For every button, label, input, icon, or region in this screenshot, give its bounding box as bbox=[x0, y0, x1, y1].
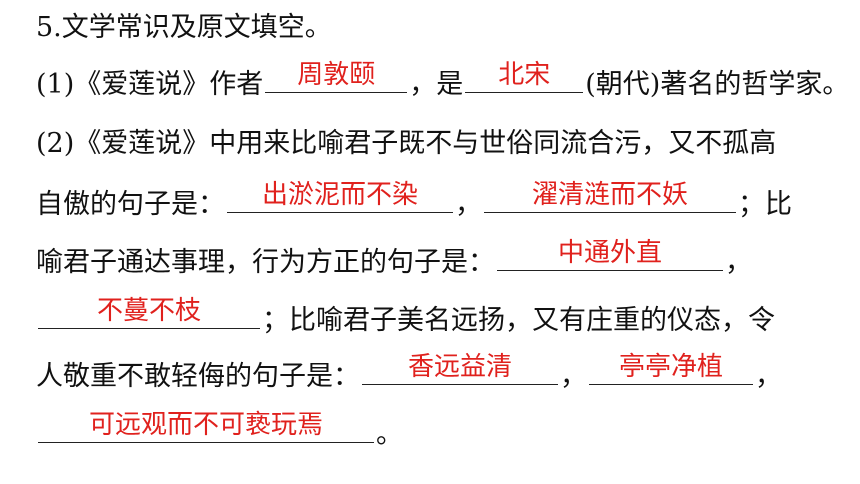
part2-line2-prefix: 自傲的句子是： bbox=[36, 189, 225, 220]
blank-e: 香远益清 bbox=[362, 352, 558, 385]
part2-line3-prefix: 喻君子通达事理，行为方正的句子是： bbox=[36, 247, 495, 278]
question-title-text: 5.文学常识及原文填空。 bbox=[36, 12, 332, 43]
part2-line6: 可远观而不可亵玩焉 。 bbox=[36, 410, 403, 454]
part1-prefix: (1)《爱莲说》作者 bbox=[36, 69, 264, 100]
question-title: 5.文学常识及原文填空。 bbox=[36, 6, 332, 50]
blank-dynasty: 北宋 bbox=[465, 60, 584, 93]
part2-line2: 自傲的句子是： 出淤泥而不染 ， 濯清涟而不妖 ；比 bbox=[36, 180, 792, 224]
part2-line3-suffix: ， bbox=[725, 247, 752, 278]
part2-line1-text: (2)《爱莲说》中用来比喻君子既不与世俗同流合污，又不孤高 bbox=[36, 128, 777, 159]
blank-c: 中通外直 bbox=[497, 238, 723, 271]
blank-d: 不蔓不枝 bbox=[38, 296, 260, 329]
part2-line5: 人敬重不敢轻侮的句子是： 香远益清 ， 亭亭净植 ， bbox=[36, 352, 782, 396]
part2-line6-suffix: 。 bbox=[376, 419, 403, 450]
sep-a: ， bbox=[455, 189, 482, 220]
part2-line5-prefix: 人敬重不敢轻侮的句子是： bbox=[36, 361, 360, 392]
part1-line: (1)《爱莲说》作者 周敦颐 ，是 北宋 (朝代)著名的哲学家。 bbox=[36, 60, 849, 104]
blank-a: 出淤泥而不染 bbox=[227, 180, 453, 213]
blank-f: 亭亭净植 bbox=[589, 352, 753, 385]
part2-line2-suffix: ；比 bbox=[738, 189, 792, 220]
answer-e: 香远益清 bbox=[407, 352, 512, 382]
part2-line1: (2)《爱莲说》中用来比喻君子既不与世俗同流合污，又不孤高 bbox=[36, 122, 776, 166]
answer-f: 亭亭净植 bbox=[618, 352, 723, 382]
sep-e: ， bbox=[560, 361, 587, 392]
answer-d: 不蔓不枝 bbox=[96, 296, 201, 326]
answer-c: 中通外直 bbox=[557, 238, 662, 268]
part2-line3: 喻君子通达事理，行为方正的句子是： 中通外直 ， bbox=[36, 238, 752, 282]
blank-author: 周敦颐 bbox=[265, 60, 408, 93]
blank-b: 濯清涟而不妖 bbox=[484, 180, 736, 213]
answer-dynasty: 北宋 bbox=[498, 60, 551, 90]
blank-g: 可远观而不可亵玩焉 bbox=[38, 410, 374, 443]
answer-b: 濯清涟而不妖 bbox=[531, 180, 688, 210]
answer-g: 可远观而不可亵玩焉 bbox=[88, 410, 323, 440]
answer-a: 出淤泥而不染 bbox=[261, 180, 418, 210]
answer-author: 周敦颐 bbox=[297, 60, 376, 90]
part1-middle: ，是 bbox=[409, 69, 464, 100]
part2-line5-suffix: ， bbox=[755, 361, 782, 392]
part2-line4-suffix: ；比喻君子美名远扬，又有庄重的仪态，令 bbox=[262, 305, 775, 336]
part2-line4: 不蔓不枝 ；比喻君子美名远扬，又有庄重的仪态，令 bbox=[36, 296, 775, 340]
part1-suffix: (朝代)著名的哲学家。 bbox=[585, 69, 850, 100]
